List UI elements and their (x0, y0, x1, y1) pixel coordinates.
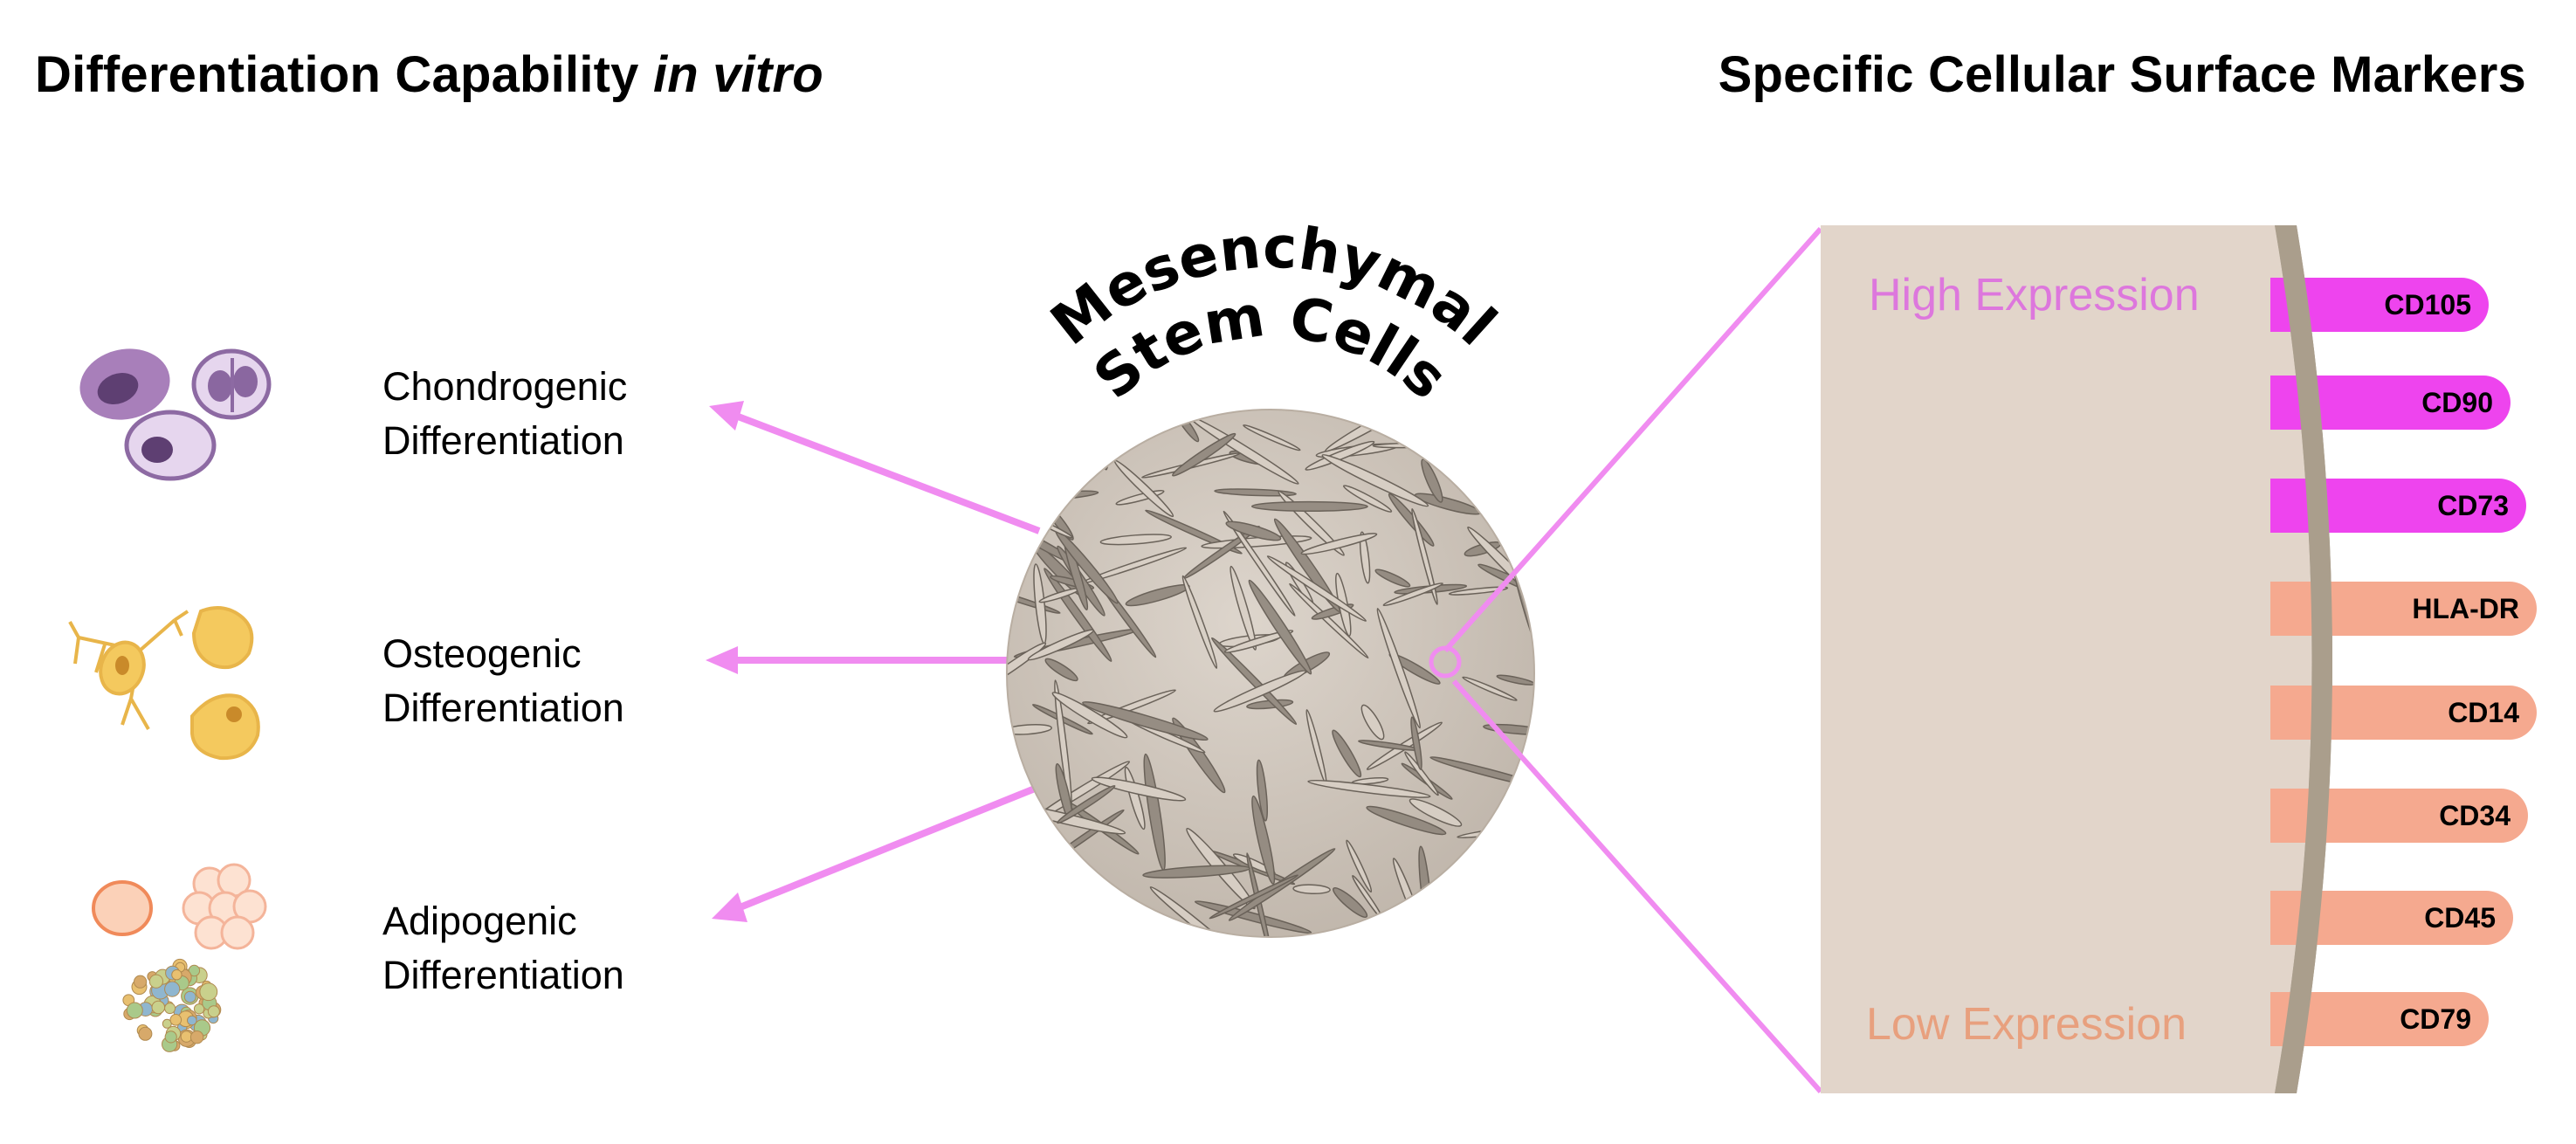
osteogenic-label: Osteogenic Differentiation (382, 627, 624, 735)
arrow-head-osteogenic (706, 646, 738, 674)
marker-cd90: CD90 (2270, 376, 2511, 430)
arrow-head-adipogenic (712, 892, 747, 922)
chondrocyte-cells-icon (79, 348, 272, 481)
marker-cd105: CD105 (2270, 278, 2489, 332)
marker-label: CD34 (2439, 800, 2511, 831)
marker-cd34: CD34 (2270, 789, 2528, 843)
zoom-circle (1429, 645, 1462, 679)
arrows-group (706, 401, 1041, 922)
adipocyte-cells-icon (92, 863, 267, 1052)
marker-cd73: CD73 (2270, 479, 2526, 533)
chondrogenic-label-line2: Differentiation (382, 418, 624, 463)
arrow-chondrogenic (732, 411, 1041, 534)
marker-cd79: CD79 (2270, 992, 2489, 1046)
zoom-lines (1429, 227, 1823, 1093)
marker-label: CD73 (2437, 490, 2509, 521)
left-title-main: Differentiation Capability (35, 46, 639, 103)
chondrogenic-label-line1: Chondrogenic (382, 364, 628, 409)
high-expression-label: High Expression (1869, 270, 2200, 320)
osteocyte-cells-icon (68, 606, 260, 761)
marker-label: CD14 (2448, 697, 2519, 728)
arrow-adipogenic (736, 783, 1041, 912)
marker-cd45: CD45 (2270, 891, 2513, 945)
arrow-head-chondrogenic (709, 401, 744, 431)
right-section-title: Specific Cellular Surface Markers (1718, 46, 2526, 103)
osteogenic-label-line1: Osteogenic (382, 631, 582, 676)
osteogenic-label-line2: Differentiation (382, 686, 624, 730)
membrane-panel (1821, 225, 2332, 1093)
marker-cd14: CD14 (2270, 686, 2537, 740)
adipogenic-label-line2: Differentiation (382, 953, 624, 997)
low-expression-label: Low Expression (1866, 999, 2187, 1050)
adipogenic-label: Adipogenic Differentiation (382, 894, 624, 1003)
chondrogenic-label: Chondrogenic Differentiation (382, 360, 627, 468)
marker-hla-dr: HLA-DR (2270, 582, 2537, 636)
marker-label: CD45 (2424, 902, 2496, 934)
membrane-edge (2275, 225, 2332, 1093)
stem-cell-dish (1006, 409, 1535, 938)
left-section-title: Differentiation Capability in vitro (35, 45, 823, 104)
marker-label: HLA-DR (2412, 593, 2519, 624)
marker-label: CD79 (2400, 1003, 2471, 1035)
adipogenic-label-line1: Adipogenic (382, 899, 577, 943)
marker-label: CD90 (2421, 387, 2493, 418)
marker-label: CD105 (2384, 289, 2471, 320)
left-title-italic: in vitro (652, 46, 823, 103)
